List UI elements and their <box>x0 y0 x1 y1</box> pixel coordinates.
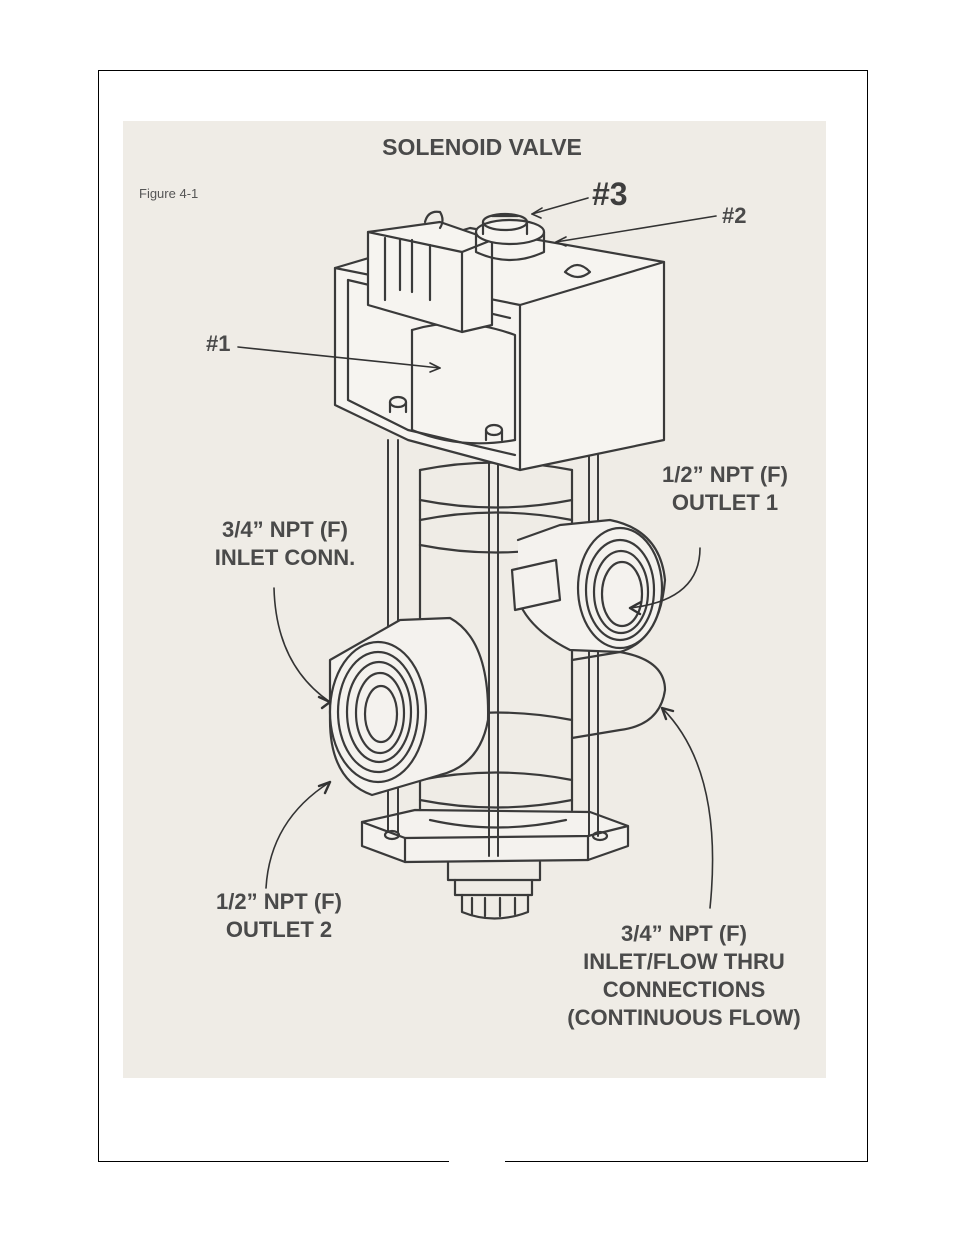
callout-outlet-2-name: OUTLET 2 <box>194 916 364 944</box>
callout-outlet-1: 1/2” NPT (F) OUTLET 1 <box>640 461 810 517</box>
callout-outlet-2-size: 1/2” NPT (F) <box>194 888 364 916</box>
callout-flow-thru: 3/4” NPT (F) INLET/FLOW THRU CONNECTIONS… <box>534 920 834 1032</box>
callout-part-2: #2 <box>722 202 746 230</box>
leader-part3 <box>532 198 588 214</box>
figure-number: Figure 4-1 <box>139 186 198 201</box>
leader-flow-thru <box>662 708 713 908</box>
leader-part2 <box>556 216 716 242</box>
outlet-1-port <box>512 520 665 652</box>
leader-outlet2 <box>266 782 330 888</box>
callout-inlet-size: 3/4” NPT (F) <box>192 516 378 544</box>
callout-flow-thru-name: INLET/FLOW THRU <box>534 948 834 976</box>
callout-outlet-2: 1/2” NPT (F) OUTLET 2 <box>194 888 364 944</box>
callout-part-1: #1 <box>206 330 230 358</box>
flow-thru-port <box>572 652 665 738</box>
callout-flow-thru-note: (CONTINUOUS FLOW) <box>534 1004 834 1032</box>
callout-flow-thru-connections: CONNECTIONS <box>534 976 834 1004</box>
leader-inlet <box>274 588 330 702</box>
bottom-fitting <box>448 862 540 919</box>
callout-outlet-1-name: OUTLET 1 <box>640 489 810 517</box>
callout-inlet: 3/4” NPT (F) INLET CONN. <box>192 516 378 572</box>
callout-outlet-1-size: 1/2” NPT (F) <box>640 461 810 489</box>
callout-inlet-name: INLET CONN. <box>192 544 378 572</box>
figure-title: SOLENOID VALVE <box>300 133 664 161</box>
callout-flow-thru-size: 3/4” NPT (F) <box>534 920 834 948</box>
inlet-port <box>330 618 488 795</box>
callout-part-3: #3 <box>592 174 628 214</box>
